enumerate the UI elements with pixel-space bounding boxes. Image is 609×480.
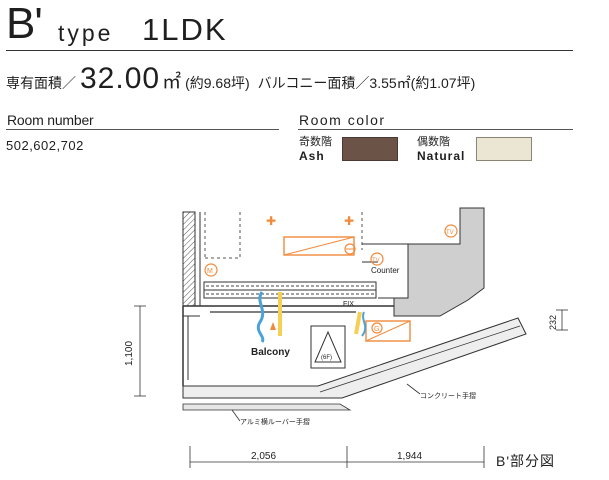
area-label: 専有面積／	[6, 75, 76, 91]
area-unit: ㎡	[162, 72, 182, 93]
outdoor-unit-note: (6F)	[321, 355, 332, 361]
dimension-width-left: 2,056	[251, 451, 276, 462]
concrete-handrail-leader	[406, 383, 421, 395]
multimedia-outlet-label: M	[207, 268, 213, 275]
left-wall	[182, 211, 196, 307]
type-letter: B'	[6, 0, 43, 48]
dimension-height-right: 232	[548, 315, 558, 330]
area-tsubo: (約9.68坪)	[185, 75, 250, 91]
entry-arrow-icon	[270, 322, 276, 330]
even-floor-label: 偶数階	[417, 136, 450, 148]
tv-outlet-label: TV	[372, 258, 380, 264]
tv-outlet-icon	[444, 224, 458, 238]
area-summary: 専有面積／ 32.00 ㎡ (約9.68坪) バルコニー面積／ 3.55㎡ (約…	[6, 62, 476, 95]
odd-floor-label: 奇数階	[299, 136, 332, 148]
lower-slab	[182, 403, 352, 411]
gas-meter-box	[365, 320, 411, 342]
window-sash	[203, 289, 377, 299]
type-word: type	[58, 20, 114, 46]
phone-outlet-icon	[344, 243, 356, 255]
ceiling-light-icon: ✚	[266, 214, 276, 228]
aluminum-louver-leader	[231, 409, 241, 422]
tv-outlet-label: TV	[446, 230, 454, 236]
orange-diagonal	[283, 236, 355, 256]
room-number-title: Room number	[7, 112, 94, 128]
concrete-handrail-label: コンクリート手摺	[420, 391, 476, 400]
room-color-divider	[298, 129, 573, 130]
aluminum-louver-label: アルミ横ルーバー手摺	[240, 417, 310, 426]
tv-outlet-icon	[370, 252, 384, 266]
natural-color-swatch	[476, 137, 532, 161]
dimension-width-right: 1,944	[397, 451, 422, 462]
counter-outline	[362, 243, 409, 299]
airflow-blue	[256, 291, 265, 343]
exterior-wall-mass	[393, 207, 485, 317]
plan-type: 1LDK	[142, 12, 228, 47]
room-number-value: 502,602,702	[6, 138, 84, 153]
header-divider	[6, 50, 573, 51]
dimension-height-left: 1,100	[124, 341, 135, 366]
area-value: 32.00	[80, 62, 161, 95]
partial-view-caption: B'部分図	[496, 453, 555, 469]
room-color-title: Room color	[299, 112, 386, 128]
counter-label: Counter	[371, 266, 400, 275]
ash-color-swatch	[342, 137, 398, 161]
balcony-area-label: バルコニー面積／	[257, 75, 370, 91]
ceiling-light-icon: ✚	[344, 214, 354, 228]
outdoor-unit-triangle	[314, 330, 342, 363]
even-color-name: Natural	[417, 149, 466, 163]
window-sash	[203, 281, 377, 291]
gas-meter-diagonal	[365, 320, 411, 342]
gas-outlet-icon	[371, 322, 383, 334]
balcony-area-tsubo: (約1.07坪)	[410, 75, 476, 91]
gas-outlet-label: G	[374, 326, 379, 333]
balcony-label: Balcony	[251, 347, 290, 358]
odd-color-name: Ash	[299, 149, 325, 163]
room-number-divider	[6, 129, 279, 130]
fix-label: FIX	[343, 301, 354, 308]
balcony-area-value: 3.55㎡	[369, 75, 411, 91]
airflow-blue	[361, 311, 367, 337]
multimedia-outlet-icon	[204, 263, 218, 277]
airflow-yellow	[354, 311, 362, 335]
handrail-inner-line	[319, 325, 521, 393]
concrete-handrail	[182, 317, 527, 399]
